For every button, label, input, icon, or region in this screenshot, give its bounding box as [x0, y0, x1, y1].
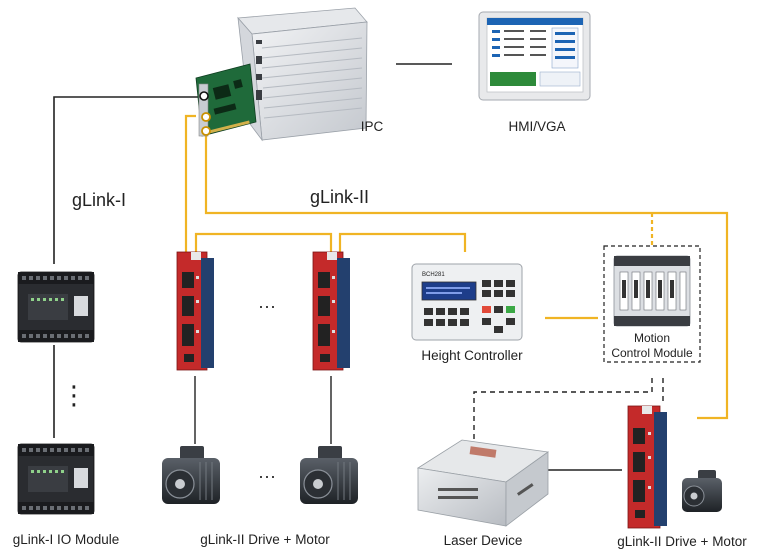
- glink2-drive-link-1: [194, 232, 333, 252]
- hmi-label: HMI/VGA: [508, 119, 565, 134]
- laser-device-label: Laser Device: [444, 533, 523, 548]
- drive-motor-right-label: gLink-II Drive + Motor: [617, 534, 747, 549]
- laser-device-icon: [416, 439, 550, 527]
- motion-module-label-line1: Motion: [634, 331, 670, 345]
- io-module-icon: [17, 271, 95, 343]
- io-ellipsis-vertical: ⋮: [61, 380, 87, 410]
- industrial-pc-icon: [195, 7, 368, 142]
- connection-lines: [53, 63, 729, 471]
- motor-ellipsis: ···: [258, 466, 276, 486]
- servo-motor-icon: [162, 446, 220, 504]
- io-module-icon: [17, 443, 95, 515]
- motion-control-module-icon: [613, 255, 691, 327]
- glink2-main-loop: [204, 132, 729, 420]
- glink1-cable: [53, 96, 203, 264]
- glink2-ring-out: [184, 114, 196, 252]
- servo-drive-icon: [312, 251, 350, 371]
- height-controller-icon: BCH281: [411, 263, 523, 341]
- drive-motor-left-label: gLink-II Drive + Motor: [200, 532, 330, 547]
- io-module-label: gLink-I IO Module: [13, 532, 120, 547]
- motion-laser-dashed-link: [473, 378, 653, 446]
- servo-drive-icon: [176, 251, 214, 371]
- servo-drive-icon: [627, 405, 667, 529]
- glink2-label: gLink-II: [310, 187, 369, 207]
- motion-module-label-line2: Control Module: [611, 346, 693, 360]
- ipc-label: IPC: [361, 119, 384, 134]
- glink2-cables: [184, 114, 729, 420]
- motion-module-frame: [603, 245, 701, 363]
- servo-motor-icon: [300, 446, 358, 504]
- height-controller-label: Height Controller: [421, 348, 523, 363]
- glink1-label: gLink-I: [72, 190, 126, 210]
- servo-motor-icon: [682, 470, 722, 512]
- panel-brand-text: BCH281: [422, 272, 445, 278]
- hmi-monitor-icon: [478, 11, 591, 101]
- drive-ellipsis: ···: [258, 296, 276, 316]
- glink2-drive-link-2: [338, 232, 467, 252]
